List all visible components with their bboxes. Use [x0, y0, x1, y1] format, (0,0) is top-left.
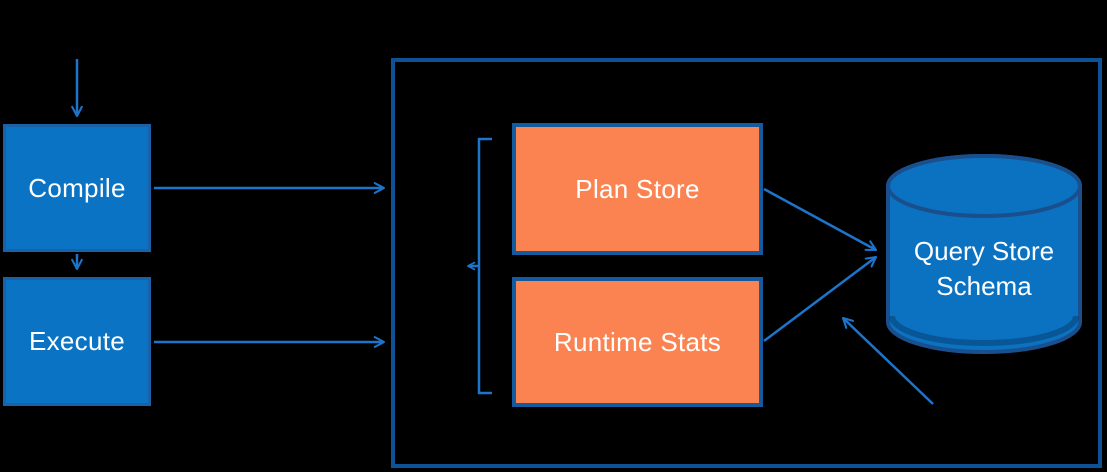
cylinder-top-rim: [886, 154, 1082, 218]
plan-store-node: Plan Store: [512, 123, 763, 255]
execute-label: Execute: [28, 326, 126, 356]
query-store-schema-label: Query Store Schema: [913, 236, 1055, 302]
arrow-runtime-stats-to-schema: [763, 255, 878, 342]
stores-bracket: [477, 137, 492, 395]
compile-label: Compile: [28, 172, 126, 203]
compile-node: Compile: [3, 124, 151, 252]
plan-store-label: Plan Store: [575, 173, 700, 204]
query-store-cylinder: [886, 154, 1082, 354]
query-store-container-box: [391, 58, 1102, 468]
runtime-stats-label: Runtime Stats: [553, 326, 722, 357]
arrow-plan-store-to-schema: [763, 187, 878, 252]
arrow-external-to-schema: [841, 316, 934, 405]
cylinder-bottom-shadow: [889, 315, 1079, 346]
runtime-stats-node: Runtime Stats: [512, 277, 763, 407]
execute-node: Execute: [3, 277, 151, 406]
